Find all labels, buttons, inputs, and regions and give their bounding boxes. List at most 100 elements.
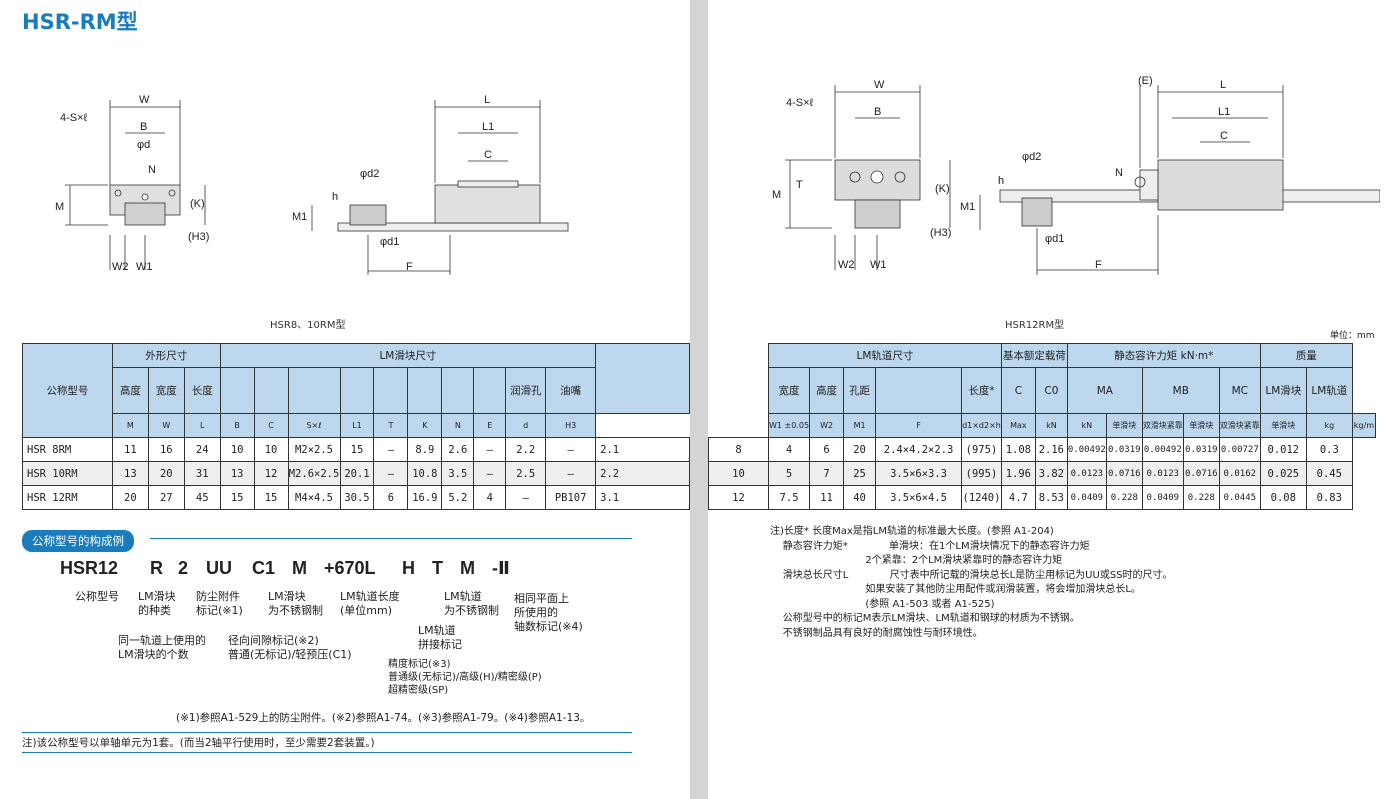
dim-h: h <box>998 175 1004 187</box>
dim-l1: L1 <box>1218 106 1230 118</box>
hdr-moment: 静态容许力矩 kN·m* <box>1066 343 1261 368</box>
table-cell: (975) <box>961 437 1002 462</box>
note-line: 注)长度* 长度Max是指LM轨道的标准最大长度。(参照 A1-204) <box>770 526 1054 537</box>
header-symbol: C <box>253 413 289 438</box>
table-cell: 3.82 <box>1034 461 1068 486</box>
caption-right: HSR12RM型 <box>1005 320 1065 331</box>
dim-m: M <box>55 201 64 213</box>
dim-w2: W2 <box>838 259 855 271</box>
dim-l: L <box>1220 79 1226 91</box>
hdr-grease: 油嘴 <box>545 367 597 414</box>
code-part: +670L <box>324 558 376 578</box>
table-cell: 8.9 <box>407 437 443 462</box>
table-cell: — <box>373 437 409 462</box>
lbl-rail-len: LM轨道长度 (单位mm) <box>340 590 400 617</box>
lbl-rail-ss: LM轨道 为不锈钢制 <box>444 590 499 617</box>
table-cell: 0.228 <box>1105 485 1143 510</box>
hdr-r-width: 宽度 <box>767 367 811 414</box>
table-cell: 0.08 <box>1259 485 1307 510</box>
header-symbol: L1 <box>339 413 375 438</box>
table-cell: 0.00492 <box>1066 437 1107 462</box>
table-cell: 5.2 <box>441 485 475 510</box>
table-cell: — <box>505 485 547 510</box>
hdr-mass: 质量 <box>1259 343 1353 368</box>
table-cell: 4.7 <box>1000 485 1036 510</box>
note-line: 不锈钢制品具有良好的耐腐蚀性与耐环境性。 <box>770 627 983 639</box>
code-part: HSR12 <box>60 558 119 578</box>
dim-w1: W1 <box>870 259 887 271</box>
hdr-mb: MB <box>1141 367 1220 414</box>
dim-e: (E) <box>1138 75 1153 87</box>
dim-c: C <box>484 149 492 161</box>
table-cell: M2×2.5 <box>287 437 341 462</box>
hdr-lube: 润滑孔 <box>505 367 547 414</box>
code-part: R <box>150 558 163 578</box>
header-symbol: W2 <box>809 413 845 438</box>
table-cell: 40 <box>843 485 877 510</box>
header-symbol: 单滑块 <box>1182 413 1220 438</box>
hdr-mc: MC <box>1218 367 1261 414</box>
table-cell: 0.0409 <box>1141 485 1184 510</box>
table-cell: 10 <box>219 437 255 462</box>
lbl-block-type: LM滑块 的种类 <box>138 590 176 617</box>
header-symbol: W <box>147 413 185 438</box>
dim-w1: W1 <box>136 261 153 273</box>
table-cell: 0.228 <box>1182 485 1220 510</box>
table-cell: 2.2 <box>505 437 547 462</box>
page-gutter <box>690 0 708 799</box>
refs-line: (※1)参照A1-529上的防尘附件。(※2)参照A1-74。(※3)参照A1-… <box>176 712 591 724</box>
table-cell: 13 <box>219 461 255 486</box>
table-cell: 0.0319 <box>1182 437 1220 462</box>
hdr-block-mass: LM滑块 <box>1259 367 1307 414</box>
table-cell: 11 <box>809 485 845 510</box>
header-symbol: 双滑块紧靠 <box>1141 413 1184 438</box>
lbl-clearance: 径向间隙标记(※2) 普通(无标记)/轻预压(C1) <box>228 634 352 661</box>
lbl-axis: 相同平面上 所使用的 轴数标记(※4) <box>514 592 583 633</box>
table-cell: 10 <box>253 437 289 462</box>
code-part: -Ⅱ <box>492 558 510 578</box>
header-symbol: W1 ±0.05 <box>767 413 811 438</box>
header-symbol: 双滑块紧靠 <box>1218 413 1261 438</box>
table-cell: HSR 10RM <box>22 461 113 486</box>
dim-w2: W2 <box>112 261 129 273</box>
table-cell: 0.0445 <box>1218 485 1261 510</box>
dim-w: W <box>874 79 885 91</box>
dim-n: N <box>148 164 156 176</box>
dim-d2: φd2 <box>360 168 379 180</box>
code-part: M <box>460 558 475 578</box>
table-cell: 2.4×4.2×2.3 <box>875 437 963 462</box>
code-part: UU <box>206 558 232 578</box>
table-cell: 0.0162 <box>1218 461 1261 486</box>
table-cell: 0.83 <box>1305 485 1353 510</box>
hdr-model: 公称型号 <box>22 343 113 438</box>
hdr-r-length: 长度* <box>961 367 1002 414</box>
table-cell: 2.16 <box>1034 437 1068 462</box>
header-symbol: E <box>473 413 507 438</box>
table-cell: 13 <box>111 461 149 486</box>
dim-f: F <box>1095 259 1102 271</box>
table-cell: 3.5×6×4.5 <box>875 485 963 510</box>
table-cell: 3.5×6×3.3 <box>875 461 963 486</box>
hdr-r-height: 高度 <box>809 367 845 414</box>
table-cell: 0.45 <box>1305 461 1353 486</box>
dim-c: C <box>1220 130 1228 142</box>
dim-b: B <box>874 106 881 118</box>
header-symbol: 单滑块 <box>1259 413 1307 438</box>
table-cell: 20 <box>843 437 877 462</box>
dim-t: T <box>796 179 803 191</box>
table-cell: 12 <box>708 485 769 510</box>
table-cell: 2.2 <box>595 461 690 486</box>
dim-sxl: 4-S×ℓ <box>786 97 814 109</box>
hdr-rail: LM轨道尺寸 <box>768 343 1002 368</box>
header-symbol: T <box>373 413 409 438</box>
dim-m: M <box>772 189 781 201</box>
table-cell: 4 <box>473 485 507 510</box>
page-title: HSR-RM型 <box>22 10 138 34</box>
table-cell: 16 <box>147 437 185 462</box>
table-cell: 15 <box>253 485 289 510</box>
dim-h3: (H3) <box>930 227 951 239</box>
code-part: 2 <box>178 558 189 578</box>
table-cell: 2.5 <box>505 461 547 486</box>
dim-n: N <box>1115 167 1123 179</box>
